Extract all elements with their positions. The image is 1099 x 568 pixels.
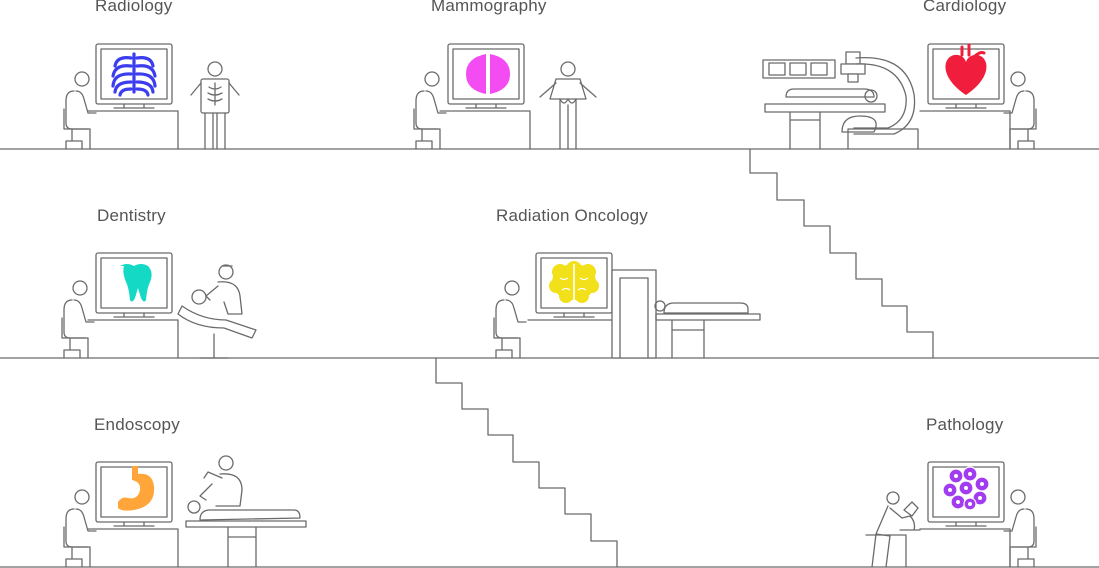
label-endoscopy: Endoscopy (94, 415, 180, 434)
brain-icon (549, 261, 599, 303)
ribcage-icon (111, 52, 157, 97)
stomach-icon (118, 466, 155, 511)
heart-icon (945, 43, 987, 95)
breast-icon (466, 54, 510, 94)
label-pathology: Pathology (926, 415, 1004, 434)
label-radiology: Radiology (95, 0, 173, 15)
label-dentistry: Dentistry (97, 206, 166, 225)
label-mammography: Mammography (431, 0, 547, 15)
tooth-icon (120, 264, 152, 302)
cardiology-station (762, 43, 1037, 150)
label-cardiology: Cardiology (923, 0, 1007, 15)
mammography-station (413, 43, 597, 150)
radiation-oncology-station (493, 252, 761, 359)
endoscopy-station (63, 455, 307, 568)
cells-icon (942, 466, 990, 511)
staircase-upper (749, 148, 934, 359)
dentistry-station (61, 252, 257, 359)
staircase-lower (435, 357, 618, 568)
floor-lines (0, 148, 1099, 568)
label-radiation-oncology: Radiation Oncology (496, 206, 648, 225)
